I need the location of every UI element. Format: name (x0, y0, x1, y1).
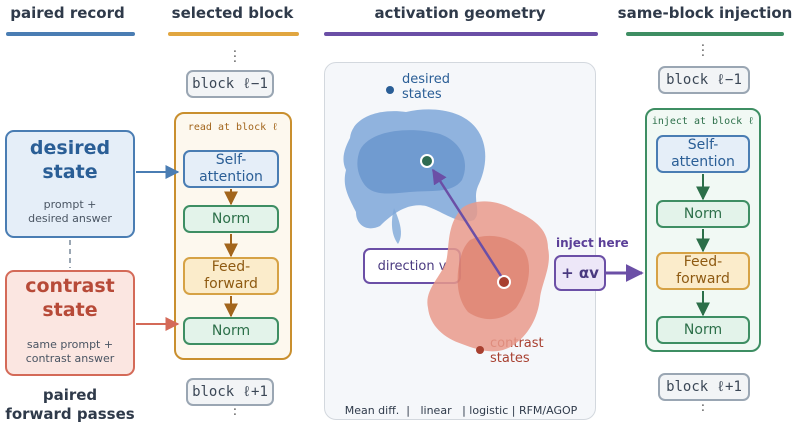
norm-1-left: Norm (183, 205, 279, 233)
block-prev-left: block ℓ−1 (186, 70, 274, 98)
inject-op-box: + αv (554, 255, 606, 291)
norm-2-right: Norm (656, 316, 750, 344)
self-attention-left: Self- attention (183, 150, 279, 188)
desired-state-subtitle: prompt + desired answer (28, 198, 112, 225)
desired-centroid (420, 154, 434, 168)
contrast-state-title: contrast state (25, 275, 115, 321)
contrast-state-subtitle: same prompt + contrast answer (25, 338, 115, 365)
feed-forward-left: Feed- forward (183, 257, 279, 295)
bar-paired-record (6, 32, 135, 36)
dots-top-left: ··· (232, 45, 238, 70)
bar-same-block-injection (626, 32, 784, 36)
norm-1-right: Norm (656, 200, 750, 228)
title-activation-geometry: activation geometry (374, 4, 546, 22)
desired-state-title: desired state (29, 137, 111, 183)
paired-forward-passes-label: paired forward passes (5, 386, 135, 423)
desired-states-label: desired states (402, 72, 450, 102)
title-paired-record: paired record (10, 4, 125, 22)
block-prev-right: block ℓ−1 (658, 66, 750, 94)
contrast-state-card: contrast state same prompt + contrast an… (5, 270, 135, 376)
inject-at-block-label: inject at block ℓ (651, 116, 755, 127)
desired-legend-dot (386, 86, 394, 94)
feed-forward-right: Feed- forward (656, 252, 750, 290)
direction-vector-arrow (431, 168, 503, 277)
dots-top-right: ··· (700, 39, 706, 64)
contrast-cloud (427, 201, 549, 352)
read-at-block-label: read at block ℓ (187, 122, 279, 133)
dots-bottom-left: ·· (232, 403, 238, 423)
contrast-centroid (497, 275, 511, 289)
title-same-block-injection: same-block injection (617, 4, 793, 22)
contrast-legend-dot (476, 346, 484, 354)
methods-caption: Mean diff. | linear | logistic | RFM/AGO… (344, 404, 578, 417)
desired-state-card: desired state prompt + desired answer (5, 130, 135, 238)
norm-2-left: Norm (183, 317, 279, 345)
inject-here-label: inject here (556, 236, 629, 250)
bar-selected-block (168, 32, 299, 36)
block-next-left: block ℓ+1 (186, 378, 274, 406)
title-selected-block: selected block (171, 4, 294, 22)
bar-activation-geometry (324, 32, 598, 36)
block-next-right: block ℓ+1 (658, 373, 750, 401)
dots-bottom-right: ·· (700, 399, 706, 419)
self-attention-right: Self- attention (656, 135, 750, 173)
